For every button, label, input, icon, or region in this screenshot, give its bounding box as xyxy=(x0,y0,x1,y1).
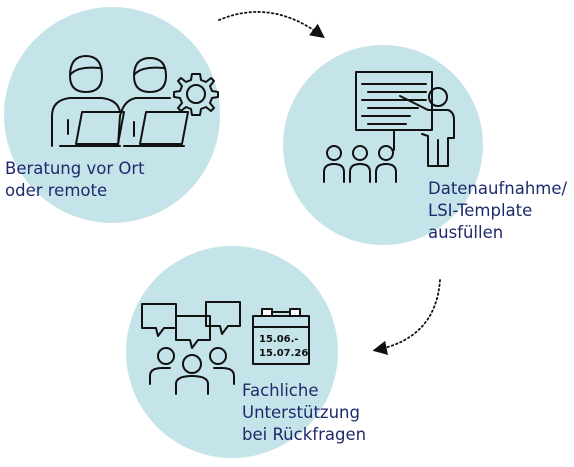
step1-label-line1: Beratung vor Ort xyxy=(5,159,145,178)
group-discussion-icon xyxy=(141,301,241,395)
step1-label: Beratung vor Ort oder remote xyxy=(5,158,145,202)
arrow-step2-to-step3 xyxy=(372,279,441,355)
calendar-icon xyxy=(252,308,310,365)
step2-label-line1: Datenaufnahme/ xyxy=(428,179,568,198)
consultants-with-laptops-icon xyxy=(51,55,219,147)
step1-circle xyxy=(4,7,220,223)
calendar-date-range: 15.06.- 15.07.26 xyxy=(259,333,308,361)
step2-label-line3: ausfüllen xyxy=(428,223,504,242)
step2-label-line2: LSI-Template xyxy=(428,201,533,220)
step3-label: Fachliche Unterstützung bei Rückfragen xyxy=(242,380,366,446)
step1-label-line2: oder remote xyxy=(5,181,108,200)
calendar-date-start: 15.06.- xyxy=(259,334,299,345)
step3-label-line1: Fachliche xyxy=(242,381,319,400)
step3-circle xyxy=(126,246,338,458)
step2-label: Datenaufnahme/ LSI-Template ausfüllen xyxy=(428,178,567,244)
step3-label-line2: Unterstützung xyxy=(242,403,360,422)
step3-label-line3: bei Rückfragen xyxy=(242,425,367,444)
calendar-date-end: 15.07.26 xyxy=(259,348,309,359)
arrow-step1-to-step2 xyxy=(218,11,325,39)
presentation-board-icon xyxy=(323,71,455,183)
